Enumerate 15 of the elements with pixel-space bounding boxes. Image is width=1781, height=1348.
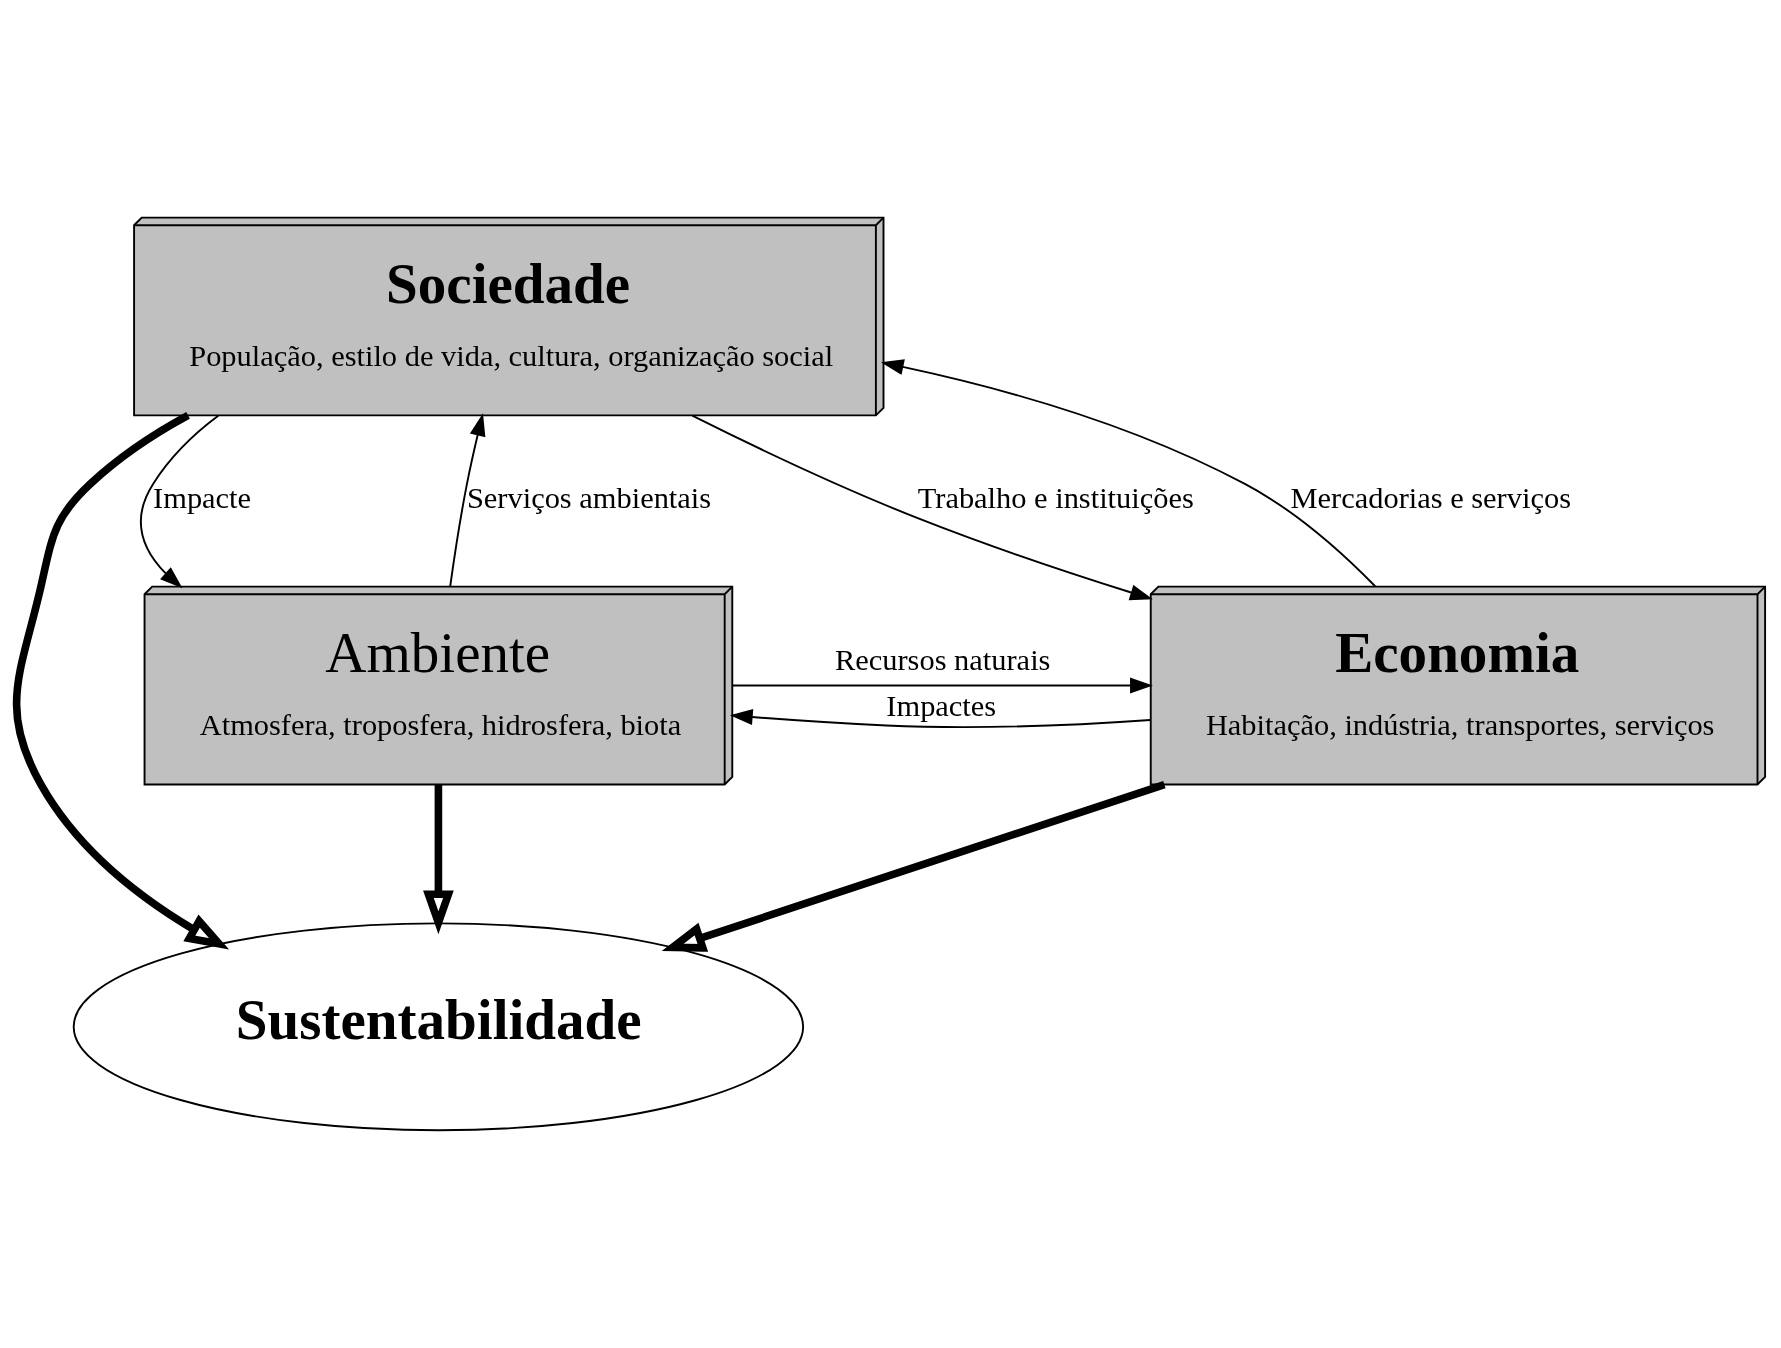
arrow [880,359,1377,588]
arrow [691,414,1153,601]
arrow [12,412,230,950]
arrow [449,413,486,588]
edge-label: Impacte [153,481,252,516]
arrow [729,709,1152,728]
arrow [661,780,1166,952]
arrow [140,414,220,589]
edge-label: Trabalho e instituições [917,481,1194,516]
edge-label: Recursos naturais [835,642,1051,677]
edge-label: Mercadorias e serviços [1290,481,1571,516]
arrow [423,785,454,935]
arrow [731,677,1153,694]
edge-label: Impactes [886,688,997,723]
edge-label: Serviços ambientais [466,481,712,516]
